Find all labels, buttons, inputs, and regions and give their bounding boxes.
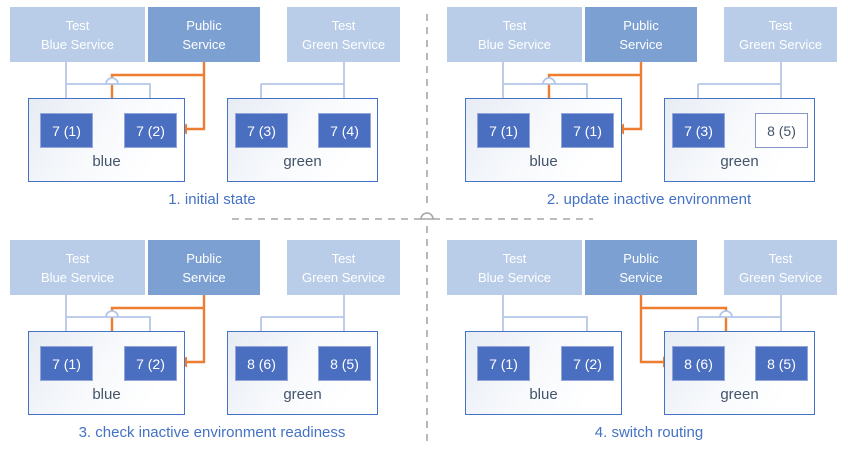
service-box-test-blue: Test Blue Service: [10, 7, 145, 62]
pod: 7 (4): [318, 113, 371, 148]
environment-label-green: green: [283, 386, 322, 403]
step-caption: 4. switch routing: [594, 424, 704, 441]
service-box-test-blue: Test Blue Service: [447, 240, 582, 295]
pod: 8 (6): [672, 346, 725, 381]
service-box-public: Public Service: [585, 240, 697, 295]
step-caption: 2. update inactive environment: [546, 191, 752, 208]
service-box-public: Public Service: [585, 7, 697, 62]
environment-label-green: green: [283, 153, 322, 170]
service-box-public: Public Service: [148, 240, 260, 295]
pod: 8 (5): [755, 346, 808, 381]
environment-label-blue: blue: [529, 153, 558, 170]
environment-label-green: green: [720, 153, 759, 170]
service-box-public: Public Service: [148, 7, 260, 62]
pod: 7 (1): [40, 346, 93, 381]
pod: 7 (1): [477, 113, 530, 148]
pod: 7 (2): [124, 113, 177, 148]
quadrant-check-inactive-environment-readiness: Test Blue Service Public Service Test Gr…: [0, 228, 424, 456]
pod: 7 (2): [561, 346, 614, 381]
step-caption: 1. initial state: [168, 191, 256, 208]
environment-label-blue: blue: [92, 386, 121, 403]
quadrant-update-inactive-environment: Test Blue Service Public Service Test Gr…: [424, 0, 848, 228]
pod: 7 (1): [477, 346, 530, 381]
pod: 7 (1): [561, 113, 614, 148]
service-box-test-green: Test Green Service: [287, 7, 400, 62]
service-box-test-green: Test Green Service: [724, 7, 837, 62]
service-box-test-blue: Test Blue Service: [447, 7, 582, 62]
step-caption: 3. check inactive environment readiness: [78, 424, 346, 441]
environment-label-green: green: [720, 386, 759, 403]
pod: 7 (2): [124, 346, 177, 381]
environment-label-blue: blue: [92, 153, 121, 170]
service-box-test-green: Test Green Service: [724, 240, 837, 295]
environment-label-blue: blue: [529, 386, 558, 403]
quadrant-switch-routing: Test Blue Service Public Service Test Gr…: [424, 228, 848, 456]
pod: 8 (6): [235, 346, 288, 381]
pod: 7 (3): [672, 113, 725, 148]
pod: 7 (3): [235, 113, 288, 148]
service-box-test-green: Test Green Service: [287, 240, 400, 295]
service-box-test-blue: Test Blue Service: [10, 240, 145, 295]
pod: 8 (5): [318, 346, 371, 381]
pod: 7 (1): [40, 113, 93, 148]
quadrant-initial-state: Test Blue Service Public Service Test Gr…: [0, 0, 424, 228]
pod: 8 (5): [755, 113, 808, 148]
